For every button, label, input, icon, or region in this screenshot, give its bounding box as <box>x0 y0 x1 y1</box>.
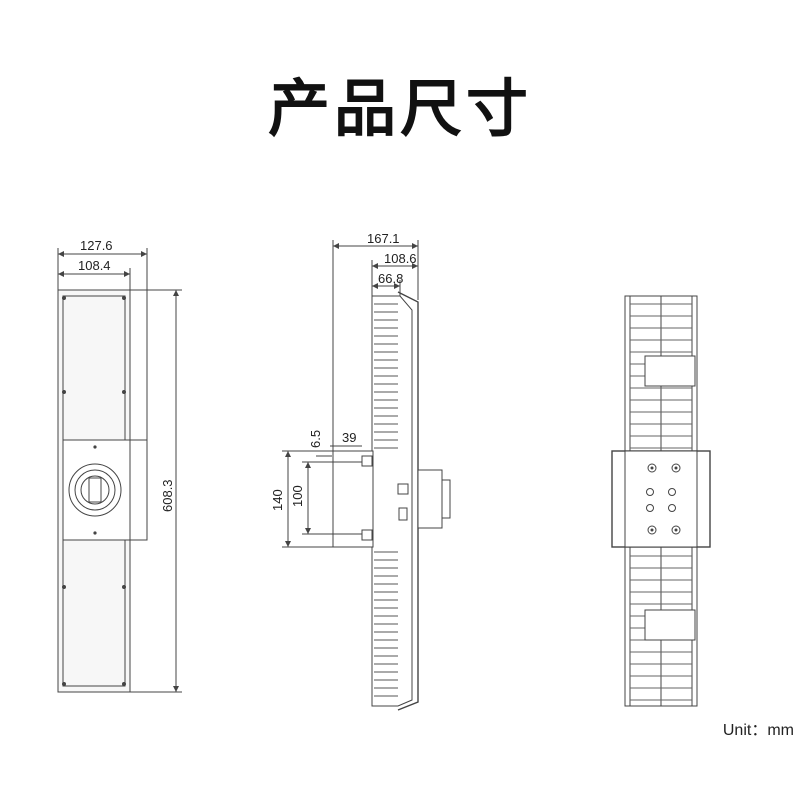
side-bracket-thickness-label: 6.5 <box>308 430 323 448</box>
side-hole-spacing-label: 100 <box>290 485 305 507</box>
front-view <box>57 248 182 693</box>
side-connector <box>417 469 443 529</box>
side-body-depth-label: 108.6 <box>384 251 417 266</box>
rear-view <box>611 295 711 707</box>
heatsink-fins <box>374 303 398 697</box>
front-screws <box>62 296 126 686</box>
side-bracket-offset-label: 39 <box>342 430 356 445</box>
front-height-label: 608.3 <box>160 479 175 512</box>
front-overall-width-label: 127.6 <box>80 238 113 253</box>
front-bracket <box>129 439 148 541</box>
side-overall-depth-label: 167.1 <box>367 231 400 246</box>
front-inner-width-label: 108.4 <box>78 258 111 273</box>
connector-knob <box>88 477 102 503</box>
connector-core <box>80 475 110 505</box>
connector-outer-ring <box>68 463 122 517</box>
side-fin-depth-label: 66.8 <box>378 271 403 286</box>
side-bracket-height-label: 140 <box>270 489 285 511</box>
heatsink-body <box>371 295 413 707</box>
side-port <box>397 483 409 495</box>
unit-label: Unit：mm <box>722 722 794 739</box>
side-view <box>282 240 451 711</box>
connector-inner-ring <box>74 469 116 511</box>
page-title: 产品尺寸 <box>267 72 532 145</box>
